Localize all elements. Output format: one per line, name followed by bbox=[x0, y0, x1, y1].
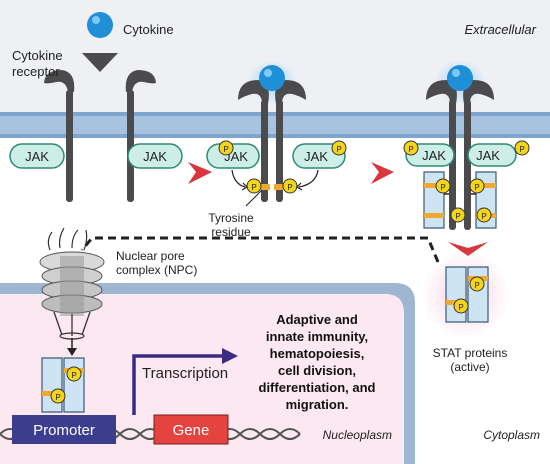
npc-label-1: Nuclear pore bbox=[116, 249, 185, 263]
jak-right-unbound: JAK bbox=[127, 143, 183, 169]
svg-text:migration.: migration. bbox=[286, 397, 349, 412]
svg-text:hematopoiesis,: hematopoiesis, bbox=[270, 346, 365, 361]
svg-text:P: P bbox=[474, 281, 479, 290]
svg-text:differentiation, and: differentiation, and bbox=[259, 380, 376, 395]
stat-docked-pair: P P P P bbox=[423, 171, 497, 229]
svg-text:P: P bbox=[458, 303, 463, 312]
translocation-path bbox=[80, 236, 440, 263]
svg-text:P: P bbox=[474, 183, 479, 192]
svg-text:P: P bbox=[336, 145, 341, 154]
step-arrow-icon bbox=[188, 162, 212, 184]
transcription-arrow bbox=[132, 348, 238, 415]
jak-right-docked: JAK P bbox=[467, 140, 530, 167]
svg-text:P: P bbox=[408, 145, 413, 154]
svg-text:JAK: JAK bbox=[476, 148, 500, 163]
tyrosine-label-1: Tyrosine bbox=[208, 211, 254, 225]
svg-text:P: P bbox=[519, 145, 524, 154]
cytokine-receptor-stat-docked bbox=[426, 60, 494, 230]
svg-text:P: P bbox=[455, 212, 460, 221]
jak-left-unbound: JAK bbox=[9, 143, 65, 169]
svg-text:P: P bbox=[251, 183, 256, 192]
stat-label-2: (active) bbox=[450, 360, 489, 374]
npc-label-2: complex (NPC) bbox=[116, 263, 197, 277]
nuclear-pore-complex bbox=[39, 227, 105, 356]
nuclear-stat-dimer: P P bbox=[41, 357, 85, 413]
stat-label-1: STAT proteins bbox=[433, 346, 508, 360]
step-arrow-down-icon bbox=[448, 242, 488, 256]
jak-label: JAK bbox=[143, 149, 167, 164]
jak-left-docked: JAK P bbox=[403, 140, 455, 167]
extracellular-label: Extracellular bbox=[464, 22, 536, 37]
phosphorylated-tyrosines: P P bbox=[231, 169, 319, 207]
svg-text:cell division,: cell division, bbox=[278, 363, 356, 378]
cytokine-receptor-label-1: Cytokine bbox=[12, 48, 63, 63]
cytokine-label: Cytokine bbox=[123, 22, 174, 37]
svg-text:P: P bbox=[223, 145, 228, 154]
svg-text:Gene: Gene bbox=[173, 422, 210, 439]
svg-text:Adaptive and: Adaptive and bbox=[276, 312, 358, 327]
plasma-membrane bbox=[0, 112, 550, 138]
nucleoplasm-label: Nucleoplasm bbox=[323, 428, 392, 442]
outcomes-text: Adaptive and innate immunity, hematopoie… bbox=[259, 312, 376, 412]
svg-text:P: P bbox=[481, 212, 486, 221]
svg-text:P: P bbox=[55, 393, 60, 402]
svg-text:P: P bbox=[71, 371, 76, 380]
binding-arrow-icon bbox=[82, 53, 118, 72]
svg-text:P: P bbox=[287, 183, 292, 192]
tyrosine-label-2: residue bbox=[211, 225, 251, 239]
gene-box: Gene bbox=[153, 414, 229, 445]
svg-text:P: P bbox=[440, 183, 445, 192]
cytoplasm-label: Cytoplasm bbox=[483, 428, 540, 442]
transcription-label: Transcription bbox=[142, 365, 228, 382]
jak-label: JAK bbox=[25, 149, 49, 164]
svg-text:JAK: JAK bbox=[422, 148, 446, 163]
promoter-box: Promoter bbox=[12, 415, 116, 444]
step-arrow-icon bbox=[371, 162, 394, 184]
free-cytokine bbox=[82, 12, 118, 72]
cytokine-receptor-bound bbox=[238, 60, 306, 202]
svg-text:JAK: JAK bbox=[304, 149, 328, 164]
active-stat-dimer: P P bbox=[422, 251, 510, 339]
jak-left-active: JAK P bbox=[206, 140, 260, 169]
svg-text:Promoter: Promoter bbox=[33, 422, 95, 439]
cytokine-receptor-label-2: receptor bbox=[12, 64, 60, 79]
cytokine-receptor-unbound bbox=[44, 70, 156, 202]
jak-right-active: JAK P bbox=[292, 140, 347, 169]
svg-text:innate immunity,: innate immunity, bbox=[266, 329, 368, 344]
